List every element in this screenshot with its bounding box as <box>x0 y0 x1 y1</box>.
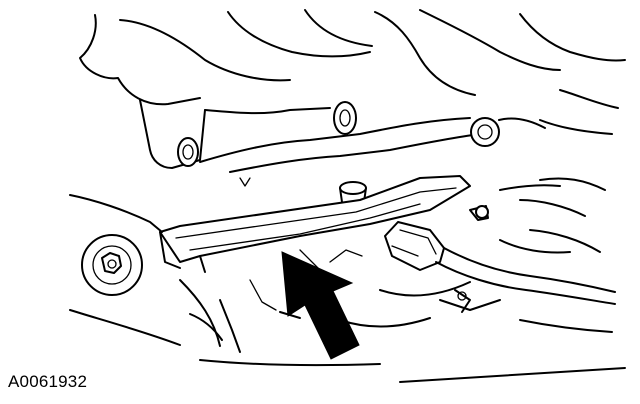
upper-engine-housing <box>79 9 626 135</box>
lower-housing <box>179 249 501 367</box>
electrical-connector <box>384 221 616 313</box>
left-cover <box>69 194 181 346</box>
bracket-plate <box>159 175 471 273</box>
arrow-up-left-icon <box>281 251 360 360</box>
mounting-bracket-left <box>139 99 357 169</box>
bracket-arm <box>199 117 546 173</box>
right-components <box>399 177 626 383</box>
figure-id-label: A0061932 <box>8 372 88 391</box>
